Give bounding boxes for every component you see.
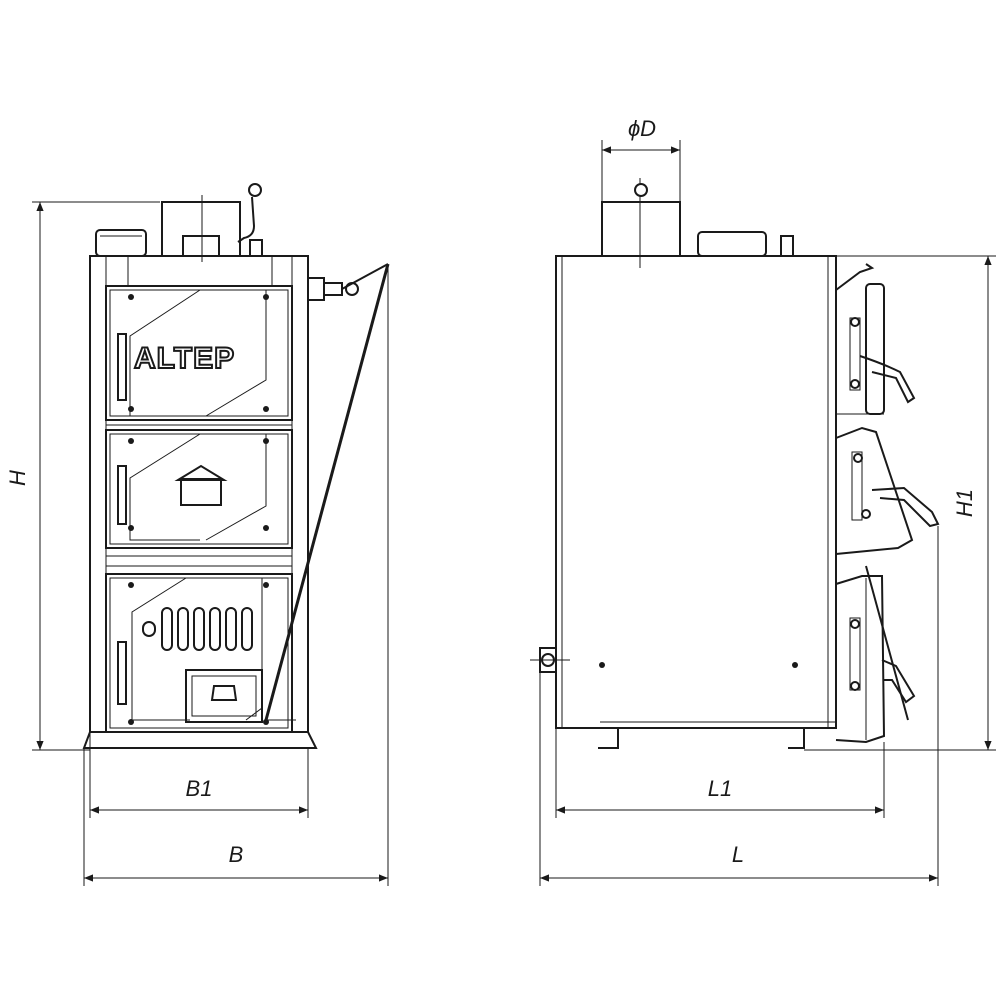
side-foot-right: [786, 727, 805, 749]
thermostat-box-side: [697, 231, 767, 257]
side-door-top: [835, 263, 916, 415]
dim-label-b1: B1: [186, 776, 213, 801]
dim-label-h1: H1: [952, 489, 977, 517]
side-body: [555, 255, 837, 729]
side-view: ϕD H1 L1 L: [530, 116, 996, 886]
dimension-b1: B1: [89, 732, 309, 818]
dim-label-phid: ϕD: [628, 116, 656, 141]
front-body: [89, 255, 309, 733]
house-icon: [174, 464, 228, 506]
dim-label-h: H: [5, 470, 30, 486]
loading-door-front: ALTEP: [105, 285, 293, 421]
dim-label-l: L: [732, 842, 744, 867]
front-view: ALTEP: [5, 183, 390, 886]
ash-door-front: [105, 573, 293, 733]
dimension-h: H: [5, 201, 160, 751]
side-door-middle: [835, 426, 940, 555]
dimension-l1: L1: [555, 728, 885, 818]
dimension-b: B: [83, 264, 389, 886]
vent-slots: [142, 607, 253, 651]
damper-lever-front: [237, 196, 256, 243]
middle-door-front: [105, 429, 293, 549]
dimension-l: L: [539, 526, 939, 886]
dim-label-b: B: [229, 842, 244, 867]
thermostat-box-front: [95, 229, 147, 257]
flue-pipe-front: [161, 201, 241, 257]
dimension-phid: ϕD: [601, 116, 681, 202]
dimension-h1: H1: [804, 255, 996, 751]
side-door-bottom: [835, 565, 916, 744]
side-foot-left: [598, 727, 619, 749]
air-damper: [185, 669, 263, 723]
front-base-plate: [82, 731, 318, 749]
draft-regulator: [264, 263, 390, 721]
return-pipe: [530, 647, 570, 673]
dim-label-l1: L1: [708, 776, 732, 801]
brand-logo: ALTEP: [134, 342, 235, 375]
flue-pipe-side: [601, 201, 681, 257]
